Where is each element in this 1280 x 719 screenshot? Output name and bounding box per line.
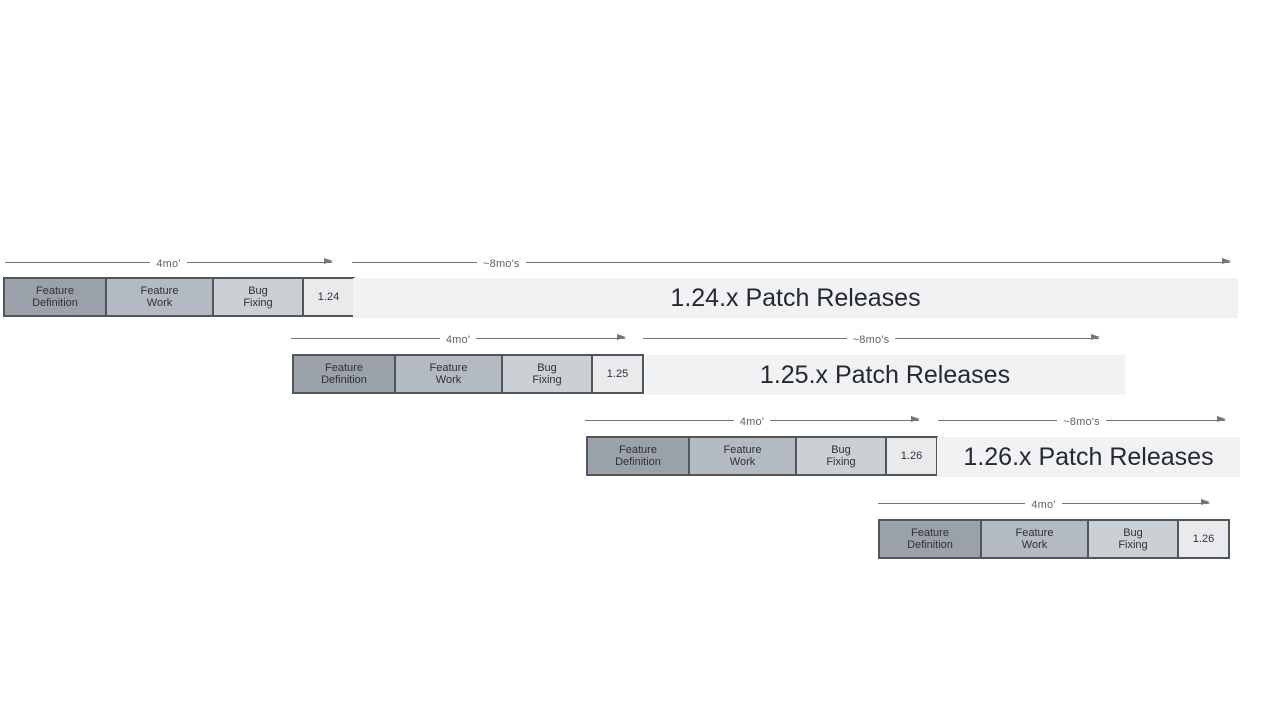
release-cycle-block: Feature Definition Feature Work Bug Fixi… bbox=[586, 436, 938, 476]
release-cycle-block: Feature Definition Feature Work Bug Fixi… bbox=[878, 519, 1230, 559]
phase-label-line: Bug bbox=[1123, 526, 1143, 539]
patch-duration-label: ~8mo's bbox=[852, 334, 890, 346]
patch-duration-arrow: ~8mo's bbox=[938, 412, 1227, 428]
phase-box-feature-definition: Feature Definition bbox=[588, 438, 688, 474]
phase-label-line: Fixing bbox=[243, 297, 273, 309]
phase-label-line: Feature bbox=[1015, 526, 1054, 539]
phase-label-line: Bug bbox=[537, 361, 557, 374]
phase-label-line: Work bbox=[435, 374, 462, 386]
phase-box-feature-work: Feature Work bbox=[105, 279, 212, 315]
version-label: 1.26 bbox=[1192, 532, 1215, 545]
arrow-line bbox=[291, 337, 440, 339]
arrow-right-icon bbox=[1105, 415, 1227, 422]
version-box: 1.26 bbox=[1177, 521, 1228, 557]
dev-duration-label: 4mo' bbox=[445, 334, 471, 346]
arrow-right-icon bbox=[895, 333, 1100, 340]
version-label: 1.26 bbox=[900, 449, 923, 462]
phase-label-line: Definition bbox=[615, 456, 661, 468]
release-cycle-block: Feature Definition Feature Work Bug Fixi… bbox=[292, 354, 644, 394]
patch-releases-label: 1.24.x Patch Releases bbox=[670, 283, 921, 312]
phase-label-line: Work bbox=[1021, 539, 1048, 551]
patch-duration-label: ~8mo's bbox=[1063, 416, 1100, 428]
phase-label-line: Definition bbox=[907, 539, 953, 551]
version-box: 1.24 bbox=[302, 279, 353, 315]
dev-duration-arrow: 4mo' bbox=[5, 254, 334, 270]
patch-releases-bar: 1.25.x Patch Releases bbox=[645, 355, 1125, 395]
phase-label-line: Fixing bbox=[826, 456, 856, 468]
dev-duration-arrow: 4mo' bbox=[291, 330, 626, 346]
version-box: 1.25 bbox=[591, 356, 642, 392]
phase-label-line: Feature bbox=[140, 284, 179, 297]
arrow-line bbox=[938, 419, 1058, 421]
phase-label-line: Feature bbox=[619, 443, 657, 456]
patch-duration-label: ~8mo's bbox=[483, 258, 520, 270]
version-label: 1.25 bbox=[606, 367, 629, 380]
phase-box-bug-fixing: Bug Fixing bbox=[501, 356, 591, 392]
dev-duration-label: 4mo' bbox=[1031, 499, 1056, 511]
phase-box-feature-definition: Feature Definition bbox=[294, 356, 394, 392]
phase-box-bug-fixing: Bug Fixing bbox=[212, 279, 302, 315]
phase-label-line: Feature bbox=[429, 361, 468, 374]
arrow-line bbox=[352, 261, 477, 263]
dev-duration-arrow: 4mo' bbox=[878, 495, 1211, 511]
version-box: 1.26 bbox=[885, 438, 936, 474]
arrow-right-icon bbox=[186, 257, 334, 264]
phase-label-line: Fixing bbox=[532, 374, 562, 386]
arrow-line bbox=[643, 337, 847, 339]
phase-label-line: Bug bbox=[831, 443, 851, 456]
version-label: 1.24 bbox=[317, 290, 340, 303]
phase-box-feature-work: Feature Work bbox=[688, 438, 795, 474]
patch-releases-bar: 1.24.x Patch Releases bbox=[353, 278, 1238, 318]
patch-releases-bar: 1.26.x Patch Releases bbox=[937, 437, 1240, 477]
phase-label-line: Work bbox=[146, 297, 173, 309]
arrow-right-icon bbox=[770, 415, 920, 422]
phase-box-bug-fixing: Bug Fixing bbox=[795, 438, 885, 474]
phase-label-line: Feature bbox=[723, 443, 762, 456]
phase-box-feature-work: Feature Work bbox=[980, 521, 1087, 557]
phase-label-line: Definition bbox=[32, 297, 78, 309]
release-cycle-block: Feature Definition Feature Work Bug Fixi… bbox=[3, 277, 355, 317]
phase-label-line: Feature bbox=[36, 284, 74, 297]
arrow-line bbox=[878, 502, 1026, 504]
patch-releases-label: 1.26.x Patch Releases bbox=[963, 442, 1214, 471]
patch-duration-arrow: ~8mo's bbox=[352, 254, 1232, 270]
phase-label-line: Work bbox=[729, 456, 756, 468]
arrow-line bbox=[5, 261, 151, 263]
phase-box-bug-fixing: Bug Fixing bbox=[1087, 521, 1177, 557]
phase-box-feature-definition: Feature Definition bbox=[880, 521, 980, 557]
patch-duration-arrow: ~8mo's bbox=[643, 330, 1100, 346]
arrow-right-icon bbox=[476, 333, 626, 340]
arrow-right-icon bbox=[1061, 498, 1211, 505]
phase-label-line: Feature bbox=[911, 526, 949, 539]
phase-label-line: Bug bbox=[248, 284, 268, 297]
arrow-line bbox=[585, 419, 734, 421]
phase-label-line: Definition bbox=[321, 374, 367, 386]
phase-box-feature-definition: Feature Definition bbox=[5, 279, 105, 315]
patch-releases-label: 1.25.x Patch Releases bbox=[759, 360, 1011, 389]
dev-duration-arrow: 4mo' bbox=[585, 412, 920, 428]
phase-label-line: Fixing bbox=[1118, 539, 1148, 551]
dev-duration-label: 4mo' bbox=[739, 416, 765, 428]
arrow-right-icon bbox=[525, 257, 1232, 264]
phase-label-line: Feature bbox=[325, 361, 363, 374]
phase-box-feature-work: Feature Work bbox=[394, 356, 501, 392]
dev-duration-label: 4mo' bbox=[156, 258, 181, 270]
